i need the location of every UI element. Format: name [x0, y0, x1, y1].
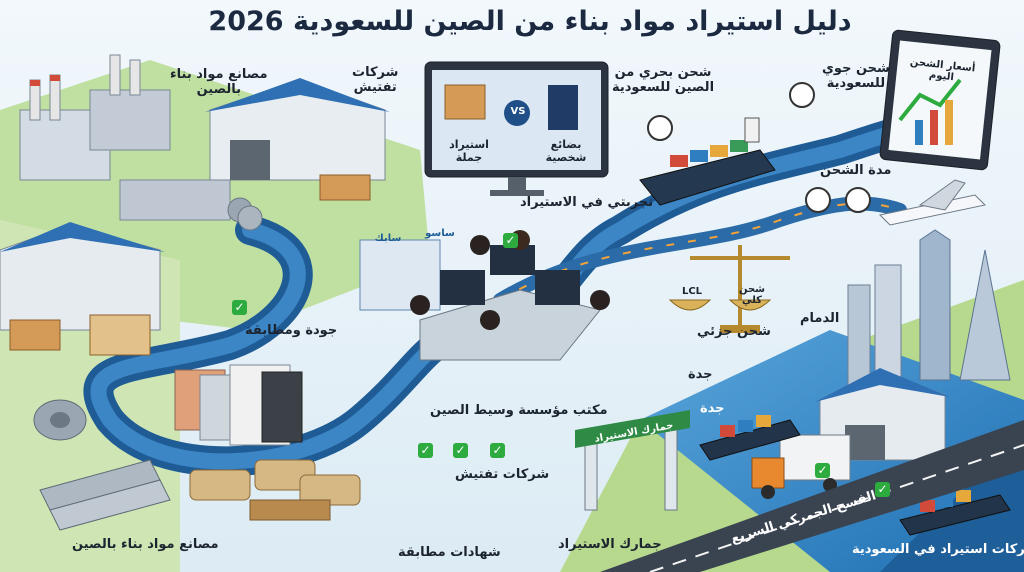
airplane: [878, 179, 987, 226]
label-agent-office: مكتب مؤسسة وسيط الصين: [430, 403, 608, 418]
factory-complex: [19, 54, 263, 231]
label-quality: جودة ومطابقة: [245, 323, 338, 338]
check-icon: ✓: [490, 443, 505, 458]
road-markings: [649, 444, 1024, 572]
label-conformity: شهادات مطابقة: [398, 545, 501, 560]
steel-pipes: [33, 399, 171, 531]
check-icon: ✓: [875, 482, 890, 497]
label-import-experience: تجربتي في الاستيراد: [520, 195, 654, 210]
label-vs: VS: [510, 106, 526, 117]
label-factories-bottom: مصانع مواد بناء بالصين: [72, 537, 219, 552]
warehouse-right: [815, 368, 950, 461]
label-saudi-importers: شركات استيراد في السعودية: [852, 542, 1024, 557]
warehouse-left: [0, 222, 165, 356]
clock-icons: [647, 82, 871, 213]
balance-scale: [668, 245, 790, 333]
customs-gate: [575, 410, 690, 511]
cargo-ship-jeddah: [699, 415, 801, 461]
office: [359, 230, 610, 361]
label-fcl: شحن كلي: [738, 284, 766, 306]
label-lcl: LCL: [681, 286, 703, 297]
prices-monitor: [879, 29, 1001, 171]
warehouse-top: [205, 78, 390, 201]
label-wholesale: استيراد جملة: [449, 138, 489, 164]
label-shipping-duration: مدة الشحن: [820, 163, 892, 178]
label-inspection-bottom: شركات تفتيش: [455, 467, 550, 482]
comparison-monitor: [424, 61, 609, 196]
road-bottom: [600, 420, 1024, 572]
cargo-ship-bottom: [899, 490, 1011, 536]
tile-slabs: [174, 364, 303, 446]
check-icon: ✓: [503, 233, 518, 248]
label-dammam: الدمام: [800, 311, 840, 326]
label-jeddah-1: جدة: [688, 367, 713, 382]
page-title: دليل استيراد مواد بناء من الصين للسعودية…: [208, 6, 852, 37]
logo-1: سابك: [374, 233, 402, 244]
check-icon: ✓: [232, 300, 247, 315]
truck: [751, 434, 851, 499]
cargo-ship-top: [639, 117, 776, 206]
label-personal-goods: بضائع شخصية: [545, 138, 587, 164]
label-customs-import: جمارك الاستيراد: [558, 537, 662, 552]
label-partial-shipping: شحن جزئي: [697, 324, 771, 339]
label-jeddah-2: جدة: [700, 401, 725, 416]
check-icon: ✓: [815, 463, 830, 478]
cement-bags: [189, 459, 361, 521]
saudi-skyline: [847, 229, 1011, 386]
check-icon: ✓: [453, 443, 468, 458]
logo-2: ساسو: [425, 228, 455, 239]
check-icon: ✓: [418, 443, 433, 458]
